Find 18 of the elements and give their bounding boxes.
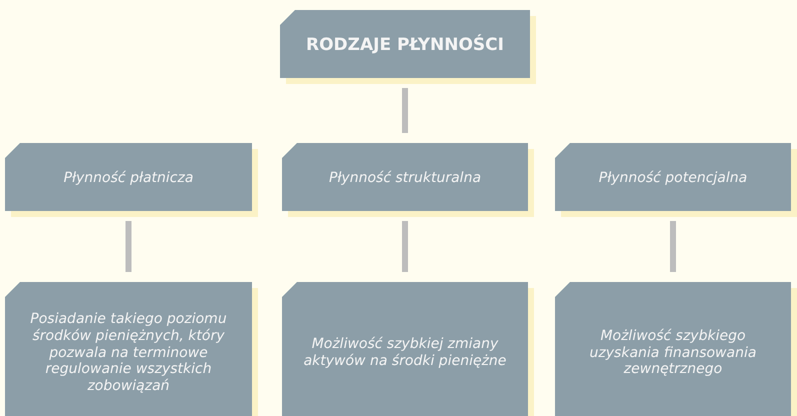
- connector-line: [126, 221, 132, 272]
- category-box: [282, 143, 534, 217]
- connector-line: [670, 221, 676, 272]
- box-text: Płynność potencjalna: [598, 170, 748, 186]
- connector-line: [402, 88, 408, 133]
- box-text: Płynność płatnicza: [64, 170, 194, 186]
- category-box: [5, 282, 258, 416]
- box-text: Możliwość szybkiej zmiany aktywów na środki pieniężne: [302, 336, 508, 370]
- connector-line: [402, 221, 408, 272]
- category-box: [555, 282, 797, 416]
- box-text: Możliwość szybkiego uzyskania finansowania zewnętrznego: [588, 328, 758, 378]
- box-text: Posiadanie takiego poziomu środków pieniężnych, który pozwala na terminowe regulowanie wszystkich zobowiązań: [29, 311, 228, 395]
- category-box: [555, 143, 797, 217]
- title-text: RODZAJE PŁYNNOŚCI: [306, 34, 504, 56]
- box-text: Płynność strukturalna: [328, 170, 482, 186]
- category-box: [282, 282, 534, 416]
- title-box: [280, 10, 536, 84]
- category-box: [5, 143, 258, 217]
